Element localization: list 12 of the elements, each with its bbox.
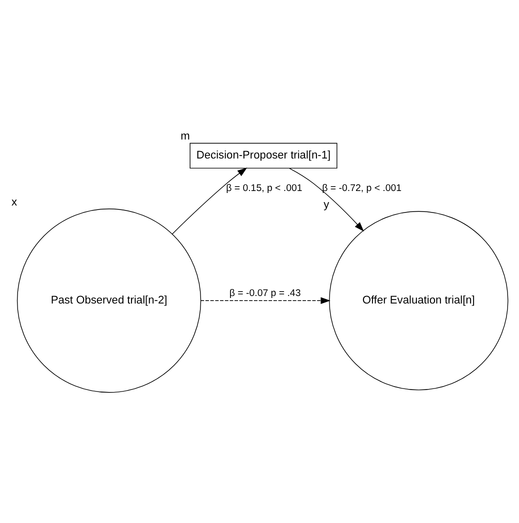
node-circle: Offer Evaluation trial[n] <box>329 211 508 390</box>
edge-label: β = 0.15, p < .001 <box>226 183 302 194</box>
edge-label: β = -0.72, p < .001 <box>322 183 402 194</box>
arrow <box>172 168 248 234</box>
edge-label: β = -0.07 p = .43 <box>229 288 301 299</box>
node-box: Decision-Proposer trial[n-1] <box>190 142 338 169</box>
node-circle: Past Observed trial[n-2] <box>16 208 202 393</box>
node-label: y <box>324 198 330 211</box>
node-label: m <box>180 130 190 143</box>
arrow <box>289 168 364 232</box>
node-label: x <box>12 196 18 208</box>
arrow <box>200 297 330 304</box>
